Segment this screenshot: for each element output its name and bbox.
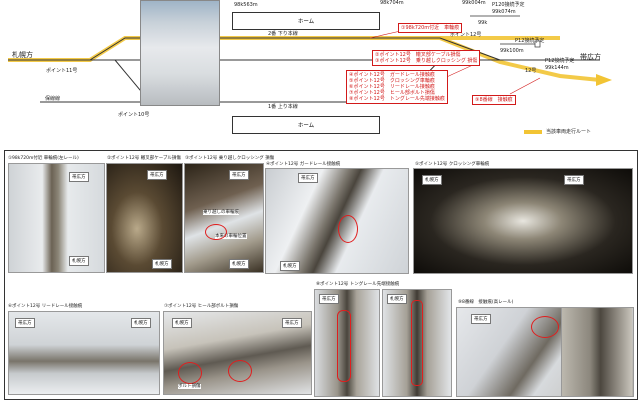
marker-p12b: P12接続予定 — [545, 58, 575, 64]
photo-7-sapporo: 札幌方 — [172, 318, 192, 328]
photo-9: 帯広方 — [456, 307, 634, 397]
callout-3-line-3: ⑥ポイント12号 リードレール接触痕 — [349, 84, 435, 90]
legend-text: 当該車両走行ルート — [546, 129, 592, 135]
photo-6: 帯広方 札幌方 — [8, 311, 160, 395]
photo-9-obihiro: 帯広方 — [471, 314, 491, 324]
callout-3-line-1: ④ポイント12号 ガードレール接触痕 — [349, 72, 435, 78]
switch-12-short-label: 12号 — [525, 68, 537, 74]
photo-1-obihiro: 帯広方 — [69, 172, 89, 182]
photo-5-obihiro: 帯広方 — [564, 175, 584, 185]
upper-platform: ホーム — [232, 12, 380, 30]
switch-11-label: ポイント11号 — [46, 68, 78, 74]
photo-6-sapporo: 札幌方 — [131, 318, 151, 328]
km-99k: 99k — [478, 20, 488, 26]
photo-9-caption: ⑨8番線 接触痕(高レール) — [458, 300, 514, 305]
photo-4-highlight — [338, 215, 358, 243]
siding-label: 保線線 — [45, 96, 61, 102]
switch-10-label: ポイント10号 — [118, 112, 150, 118]
photo-7-caption: ⑦ポイント12号 ヒール部ボルト損傷 — [164, 304, 239, 309]
route-arrow-head — [596, 74, 612, 86]
station-photo — [140, 0, 220, 106]
callout-3-line-5: ⑧ポイント12号 トングレール先端接触痕 — [349, 96, 445, 102]
photo-2: 帯広方 札幌方 — [106, 163, 183, 273]
marker-99k100: 99k100m — [500, 48, 524, 54]
photo-8b: 札幌方 — [382, 289, 452, 397]
photo-3: 帯広方 札幌方 乗り越しの車輪痕 本来の車輪位置 — [184, 163, 264, 273]
photo-4: 帯広方 札幌方 — [265, 168, 409, 274]
marker-99k074: 99k074m — [492, 9, 516, 15]
marker-p12: P12接続予定 — [515, 38, 545, 44]
photo-7: 札幌方 帯広方 ボルト損傷 — [163, 311, 312, 395]
track2-label: 2番 下り本線 — [268, 31, 298, 37]
photo-7-highlight-a — [178, 362, 202, 384]
photo-4-sapporo: 札幌方 — [280, 261, 300, 271]
callout-4: ⑨8番線 接触痕 — [472, 95, 516, 105]
km-top3: 99k004m — [462, 0, 486, 6]
track1-label: 1番 上り本線 — [268, 104, 298, 110]
photo-8b-sapporo: 札幌方 — [387, 294, 407, 304]
photo-6-obihiro: 帯広方 — [15, 318, 35, 328]
callout-2: ②ポイント12号 轍叉部ケーブル損傷 ③ポイント12号 乗り越しクロッシング 損… — [372, 50, 481, 66]
photo-3-obihiro: 帯広方 — [229, 170, 249, 180]
callout-1: ①98k720m付近 車輪痕 — [398, 23, 463, 33]
switch-12-label: ポイント12号 — [450, 32, 482, 38]
photo-2-obihiro: 帯広方 — [147, 170, 167, 180]
callout-3-line-2: ⑤ポイント12号 クロッシング車輪痕 — [349, 78, 435, 84]
legend-swatch — [524, 130, 542, 134]
callout-3-line-4: ⑦ポイント12号 ヒール部ボルト損傷 — [349, 90, 435, 96]
photo-4-caption: ④ポイント12号 ガードレール接触痕 — [266, 162, 341, 167]
photo-5-caption: ⑤ポイント12号 クロッシング車輪痕 — [415, 162, 490, 167]
callout-3: ④ポイント12号 ガードレール接触痕 ⑤ポイント12号 クロッシング車輪痕 ⑥ポ… — [346, 70, 448, 104]
photo-8b-highlight — [411, 300, 423, 386]
photo-8-caption: ⑧ポイント12号 トングレール先端接触痕 — [316, 282, 400, 287]
photo-5: 札幌方 帯広方 — [413, 168, 633, 274]
photo-8a-highlight — [337, 310, 351, 382]
callout-2-line-2: ③ポイント12号 乗り越しクロッシング 損傷 — [375, 58, 478, 64]
callout-2-line-1: ②ポイント12号 轍叉部ケーブル損傷 — [375, 52, 461, 58]
photo-7-highlight-b — [228, 360, 252, 382]
marker-p120: P120接続予定 — [492, 2, 525, 8]
km-top2: 98k704m — [380, 0, 404, 6]
photo-3-highlight — [205, 224, 227, 240]
marker-99k144: 99k144m — [545, 65, 569, 71]
photo-1: 帯広方 札幌方 — [8, 163, 105, 273]
photo-3-caption: ③ポイント12号 乗り越しクロッシング 損傷 — [185, 156, 275, 161]
photo-7-obihiro: 帯広方 — [282, 318, 302, 328]
photo-3-sapporo: 札幌方 — [229, 259, 249, 269]
photo-3-note-a: 乗り越しの車輪痕 — [203, 210, 239, 215]
photo-8a: 帯広方 — [314, 289, 380, 397]
photo-3-note-b: 本来の車輪位置 — [215, 234, 247, 239]
photo-9-highlight — [531, 316, 559, 338]
photo-7-note: ボルト損傷 — [178, 384, 201, 389]
photo-1-caption: ①98k720m付近 車輪痕(左レール) — [8, 156, 79, 161]
photo-9-inset — [561, 308, 632, 396]
lower-platform: ホーム — [232, 116, 380, 134]
photo-1-sapporo: 札幌方 — [69, 256, 89, 266]
left-direction: 札幌方 — [12, 51, 33, 59]
km-top1: 98k563m — [234, 2, 258, 8]
photo-8a-obihiro: 帯広方 — [319, 294, 339, 304]
photo-4-obihiro: 帯広方 — [298, 173, 318, 183]
right-direction: 帯広方 — [580, 53, 601, 61]
photo-6-caption: ⑥ポイント12号 リードレール接触痕 — [8, 304, 83, 309]
photo-2-caption: ②ポイント12号 轍叉部ケーブル損傷 — [107, 156, 181, 161]
photo-5-sapporo: 札幌方 — [422, 175, 442, 185]
photo-2-sapporo: 札幌方 — [152, 259, 172, 269]
